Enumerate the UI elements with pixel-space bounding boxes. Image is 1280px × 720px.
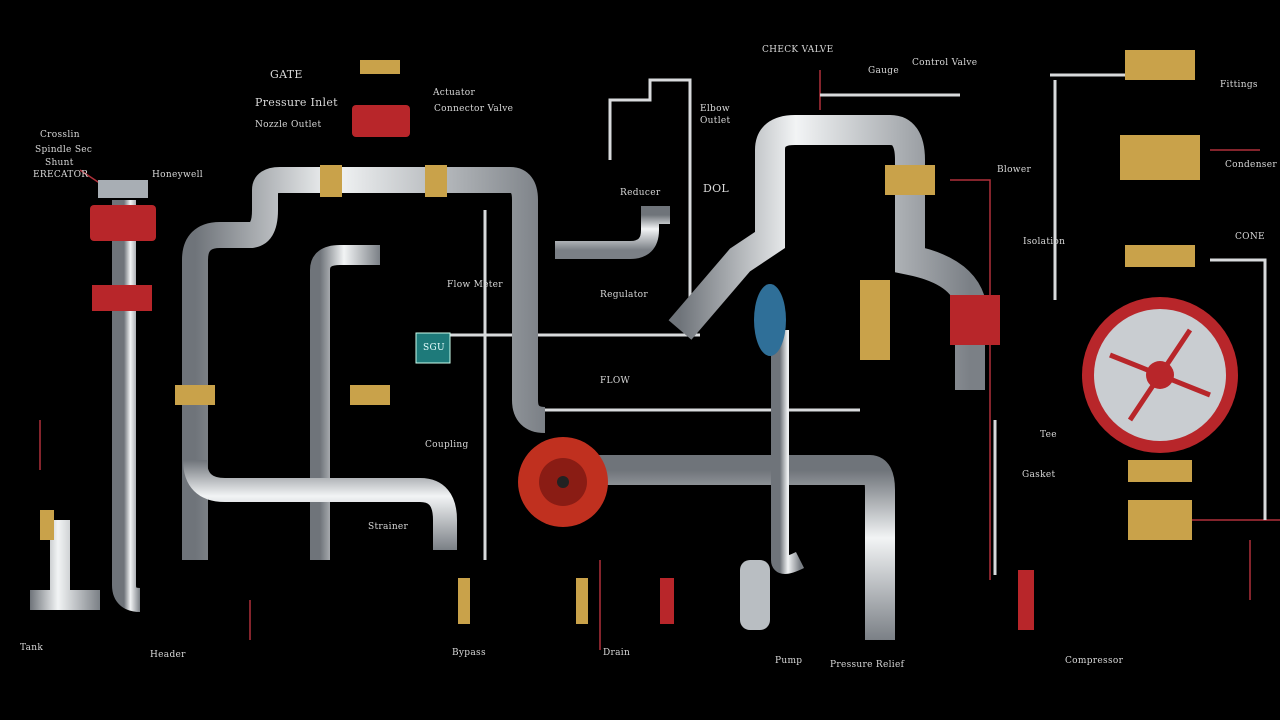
inner-loop-pipe xyxy=(310,245,380,560)
center-pipe xyxy=(668,115,985,390)
teal-badge-box xyxy=(415,332,451,364)
label-regulator: Regulator xyxy=(600,290,648,300)
label-reducer: Reducer xyxy=(620,188,661,198)
label-connector-valve: Connector Valve xyxy=(434,104,514,114)
label-control-valve: Control Valve xyxy=(912,58,978,68)
label-fittings: Fittings xyxy=(1220,80,1258,90)
blue-valve xyxy=(754,284,786,356)
label-bypass: Bypass xyxy=(452,648,486,658)
flanges xyxy=(40,50,1200,630)
label-gate: GATE xyxy=(270,68,303,81)
label-gauge: Gauge xyxy=(868,66,899,76)
label-compressor: Compressor xyxy=(1065,656,1124,666)
label-nozzle: Nozzle Outlet xyxy=(255,120,322,130)
label-pump: Pump xyxy=(775,656,803,666)
label-flow-meter: Flow Meter xyxy=(447,280,503,290)
label-check-valve: CHECK VALVE xyxy=(762,45,834,55)
left-riser-pipe xyxy=(112,200,141,612)
arch-pipe xyxy=(182,167,546,560)
label-shunt: Shunt xyxy=(45,158,74,168)
label-coupling: Coupling xyxy=(425,440,469,450)
thin-lines xyxy=(450,73,1267,575)
label-pressure-inlet: Pressure Inlet xyxy=(255,96,338,109)
label-erecator: ERECATOR xyxy=(33,170,89,180)
label-drain: Drain xyxy=(603,648,631,658)
label-condenser: Condenser xyxy=(1225,160,1277,170)
small-elbow xyxy=(555,206,670,259)
label-flow: FLOW xyxy=(600,376,631,386)
label-honeywell: Honeywell xyxy=(152,170,203,180)
pump-left xyxy=(518,437,608,527)
pump-pipe xyxy=(560,455,895,640)
pump-right xyxy=(1082,297,1238,453)
label-isolation: Isolation xyxy=(1023,237,1066,247)
label-crosslin: Crosslin xyxy=(40,130,80,140)
label-elbow: Elbow xyxy=(700,104,730,114)
label-tee: Tee xyxy=(1040,430,1057,440)
label-blower: Blower xyxy=(997,165,1032,175)
left-valve-pipe xyxy=(30,520,100,610)
label-dol: DOL xyxy=(703,182,730,195)
badge-label: SGU xyxy=(423,343,445,353)
drop-pipe xyxy=(771,330,805,574)
label-tank: Tank xyxy=(20,643,44,653)
label-cone: CONE xyxy=(1235,232,1265,242)
label-header: Header xyxy=(150,650,186,660)
label-gasket: Gasket xyxy=(1022,470,1056,480)
label-pressure-relief: Pressure Relief xyxy=(830,660,905,670)
label-outlet: Outlet xyxy=(700,116,731,126)
label-spindle: Spindle Sec xyxy=(35,145,93,155)
label-actuator: Actuator xyxy=(433,88,476,98)
label-strainer: Strainer xyxy=(368,522,409,532)
loop-pipe xyxy=(183,459,457,550)
